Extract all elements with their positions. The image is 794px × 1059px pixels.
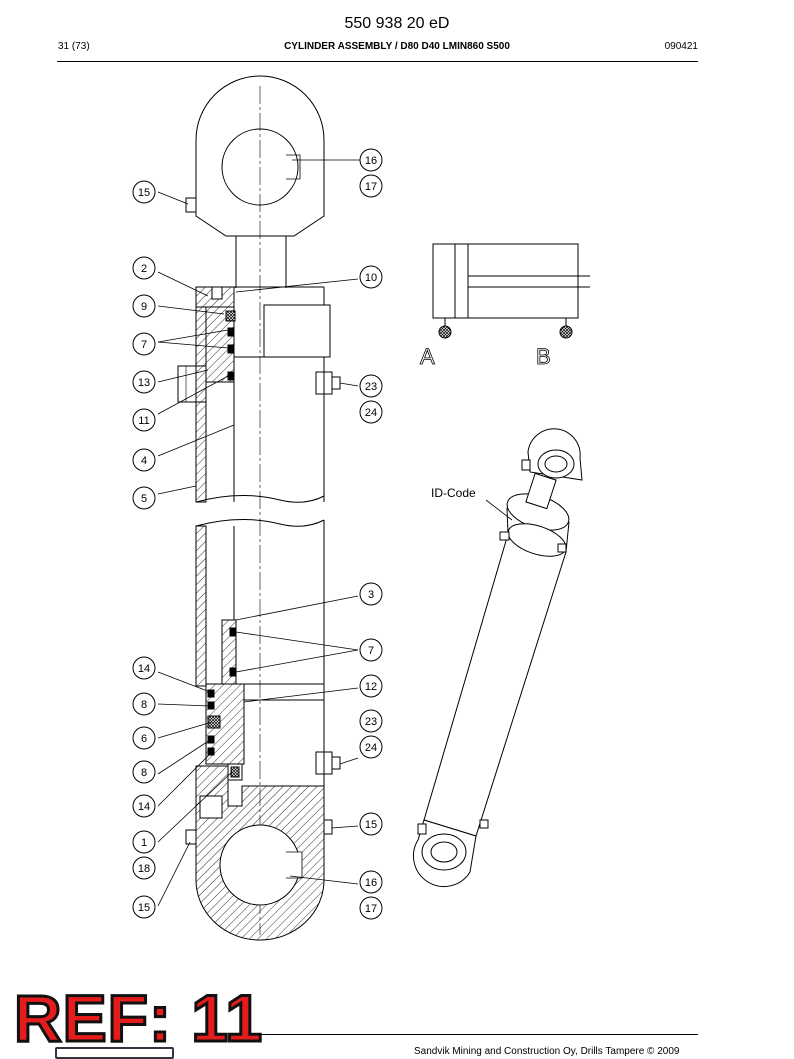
callout-23-upper: 23 — [365, 381, 377, 393]
callout-13: 13 — [138, 377, 150, 389]
callout-11: 11 — [138, 415, 149, 427]
callout-2: 2 — [141, 263, 147, 275]
callout-6: 6 — [141, 733, 147, 745]
callout-5: 5 — [141, 493, 147, 505]
footer-rule — [257, 1034, 698, 1035]
company-logo — [55, 1047, 174, 1059]
callout-14-upper: 14 — [138, 663, 150, 675]
port-b-label: B — [536, 344, 551, 369]
callout-labels: 16 17 15 2 10 9 7 13 23 24 11 4 5 3 7 14… — [138, 155, 377, 915]
footer-copyright: Sandvik Mining and Construction Oy, Dril… — [414, 1046, 680, 1057]
callout-circles — [132, 148, 383, 920]
callout-8-lower: 8 — [141, 767, 147, 779]
id-code-label: ID-Code — [431, 486, 476, 500]
header-rule — [57, 61, 698, 62]
port-b-symbol — [559, 325, 573, 339]
callout-24-lower: 24 — [365, 742, 377, 754]
callout-24-upper: 24 — [365, 407, 377, 419]
callout-15-upper: 15 — [138, 187, 150, 199]
callout-9: 9 — [141, 301, 147, 313]
callout-10: 10 — [365, 272, 377, 284]
callout-7-upper: 7 — [141, 339, 147, 351]
callout-18: 18 — [138, 863, 150, 875]
page-number: 31 (73) — [58, 41, 90, 52]
page-title: CYLINDER ASSEMBLY / D80 D40 LMIN860 S500 — [284, 41, 510, 52]
document-date: 090421 — [664, 41, 698, 52]
callout-23-lower: 23 — [365, 716, 377, 728]
section-view — [177, 75, 341, 941]
callout-14-lower: 14 — [138, 801, 150, 813]
callout-16-lower: 16 — [365, 877, 377, 889]
leader-lines — [157, 159, 513, 907]
port-a-label: A — [420, 344, 435, 369]
callout-3: 3 — [368, 589, 374, 601]
callout-17-lower: 17 — [365, 903, 377, 915]
callout-1: 1 — [141, 837, 147, 849]
callout-8-upper: 8 — [141, 699, 147, 711]
reference-stamp: REF: 11 — [12, 981, 264, 1055]
callout-12: 12 — [365, 681, 377, 693]
callout-16-upper: 16 — [365, 155, 377, 167]
callout-4: 4 — [141, 455, 147, 467]
document-number: 550 938 20 eD — [344, 15, 450, 32]
callout-15-right: 15 — [365, 819, 377, 831]
port-a-symbol — [438, 325, 452, 339]
isometric-view — [413, 428, 583, 888]
hydraulic-schematic — [432, 243, 590, 339]
callout-17-upper: 17 — [365, 181, 377, 193]
callout-15-lower: 15 — [138, 902, 150, 914]
callout-7-lower: 7 — [368, 645, 374, 657]
